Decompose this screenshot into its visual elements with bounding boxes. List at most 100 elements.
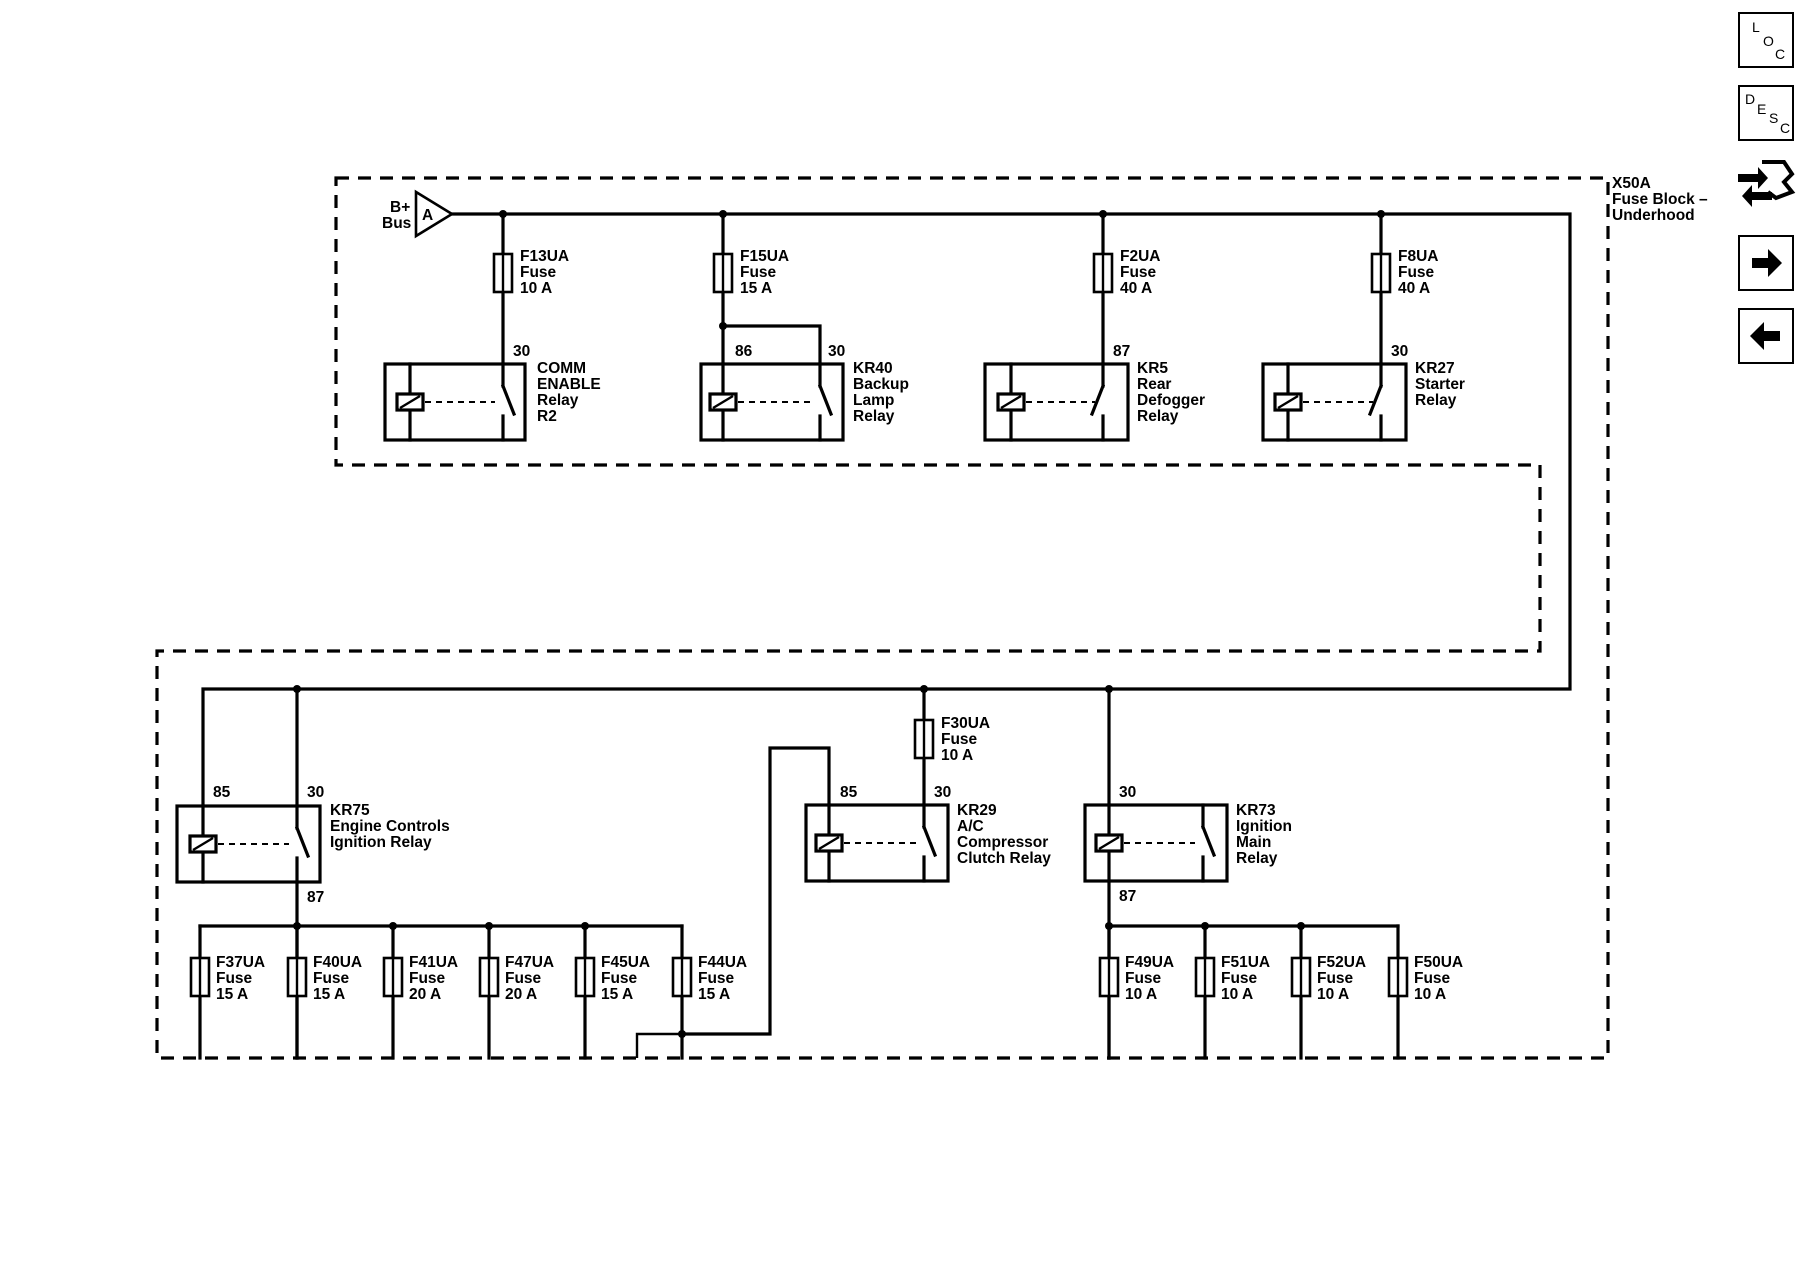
fuse-rating-label: 10 A: [1125, 986, 1157, 1003]
connector-tool-button[interactable]: [1732, 152, 1798, 216]
fuse-id-label: F49UA: [1125, 954, 1174, 971]
bottom-fuse-drops: [198, 924, 1400, 1060]
loc-letter-o: O: [1763, 33, 1774, 49]
switch-contact: [294, 825, 311, 859]
fuse-type-label: Fuse: [1317, 970, 1354, 987]
relay-name-line: Ignition: [1236, 818, 1292, 835]
fuse-block-boundary: [155, 176, 1610, 1060]
loc-button[interactable]: L O C: [1738, 12, 1794, 68]
fuse-type-label: Fuse: [1120, 264, 1157, 281]
relay-name-line: KR5: [1137, 360, 1168, 377]
wire-junction-dot: [485, 922, 493, 930]
relay-layer: 30COMMENABLERelayR23086KR40BackupLampRel…: [175, 343, 1465, 906]
next-page-button[interactable]: [1738, 235, 1794, 291]
coil-slash: [818, 835, 840, 851]
fuse-rating-label: 15 A: [216, 986, 248, 1003]
relay-name-line: Main: [1236, 834, 1271, 851]
fuse-type-label: Fuse: [1414, 970, 1451, 987]
bus-label-line1: B+: [390, 199, 410, 216]
relay-pin-label: 30: [1391, 343, 1408, 360]
bus-label-line2: Bus: [382, 215, 411, 232]
fuse-type-label: Fuse: [505, 970, 542, 987]
relay-coil-pin-label: 85: [213, 784, 231, 801]
fuse-rating-label: 15 A: [698, 986, 730, 1003]
loc-letter-c: C: [1775, 46, 1786, 62]
coil-slash: [192, 836, 214, 852]
relay-name-line: Relay: [537, 392, 579, 409]
relay-pin-label: 30: [307, 784, 324, 801]
relay-name-line: Lamp: [853, 392, 894, 409]
fuse-rating-label: 10 A: [1221, 986, 1253, 1003]
relay-name-line: KR75: [330, 802, 370, 819]
block-label-line2: Fuse Block –: [1612, 191, 1708, 208]
relay-name-line: Starter: [1415, 376, 1465, 393]
wire-junction-dot: [920, 685, 928, 693]
fuse-id-label: F13UA: [520, 248, 569, 265]
desc-button[interactable]: D E S C: [1738, 85, 1794, 141]
relay-pin-label: 30: [934, 784, 951, 801]
relay-name-line: A/C: [957, 818, 984, 835]
switch-contact: [1200, 824, 1217, 858]
wire-junction-dot: [678, 1030, 686, 1038]
coil-slash: [1000, 394, 1022, 410]
relay-name-line: R2: [537, 408, 557, 425]
switch-contact: [921, 824, 938, 858]
fuse-type-label: Fuse: [520, 264, 557, 281]
relay-name-line: COMM: [537, 360, 586, 377]
desc-letter-s: S: [1769, 110, 1779, 126]
fuse-rating-label: 40 A: [1398, 280, 1430, 297]
coil-slash: [712, 394, 734, 410]
f44-to-kr29-coil-wire: [680, 746, 831, 1036]
switch-contact: [500, 383, 517, 417]
desc-letter-d: D: [1745, 91, 1756, 107]
loc-letter-l: L: [1752, 19, 1760, 35]
fuse-rating-label: 15 A: [601, 986, 633, 1003]
junction-layer: [293, 210, 1385, 1038]
fuse-id-label: F41UA: [409, 954, 458, 971]
fuse-type-label: Fuse: [941, 731, 978, 748]
relay-name-line: KR29: [957, 802, 997, 819]
relay-pin-label: 30: [513, 343, 530, 360]
fuse-type-label: Fuse: [601, 970, 638, 987]
relay-name-line: Backup: [853, 376, 909, 393]
wire-junction-dot: [389, 922, 397, 930]
coil-slash: [1277, 394, 1299, 410]
fuse-type-label: Fuse: [216, 970, 253, 987]
wire-junction-dot: [1105, 922, 1113, 930]
kr40-coil-feed-wire: [721, 324, 822, 366]
relay-pin-label: 87: [1113, 343, 1130, 360]
fuse-type-label: Fuse: [1125, 970, 1162, 987]
fuse-id-label: F40UA: [313, 954, 362, 971]
fuse-rating-label: 10 A: [520, 280, 552, 297]
relay-name-line: Relay: [853, 408, 895, 425]
previous-page-button[interactable]: [1738, 308, 1794, 364]
relay-name-line: Defogger: [1137, 392, 1205, 409]
fuse-id-label: F30UA: [941, 715, 990, 732]
relay-name-line: KR73: [1236, 802, 1276, 819]
switch-contact: [1367, 383, 1384, 417]
relay-name-line: Engine Controls: [330, 818, 450, 835]
relay-pin-label: 30: [1119, 784, 1136, 801]
fuse-type-label: Fuse: [313, 970, 350, 987]
fuse-rating-label: 20 A: [505, 986, 537, 1003]
wire-junction-dot: [1105, 685, 1113, 693]
fuse-id-label: F52UA: [1317, 954, 1366, 971]
wire-junction-dot: [293, 685, 301, 693]
relay-name-line: Compressor: [957, 834, 1048, 851]
